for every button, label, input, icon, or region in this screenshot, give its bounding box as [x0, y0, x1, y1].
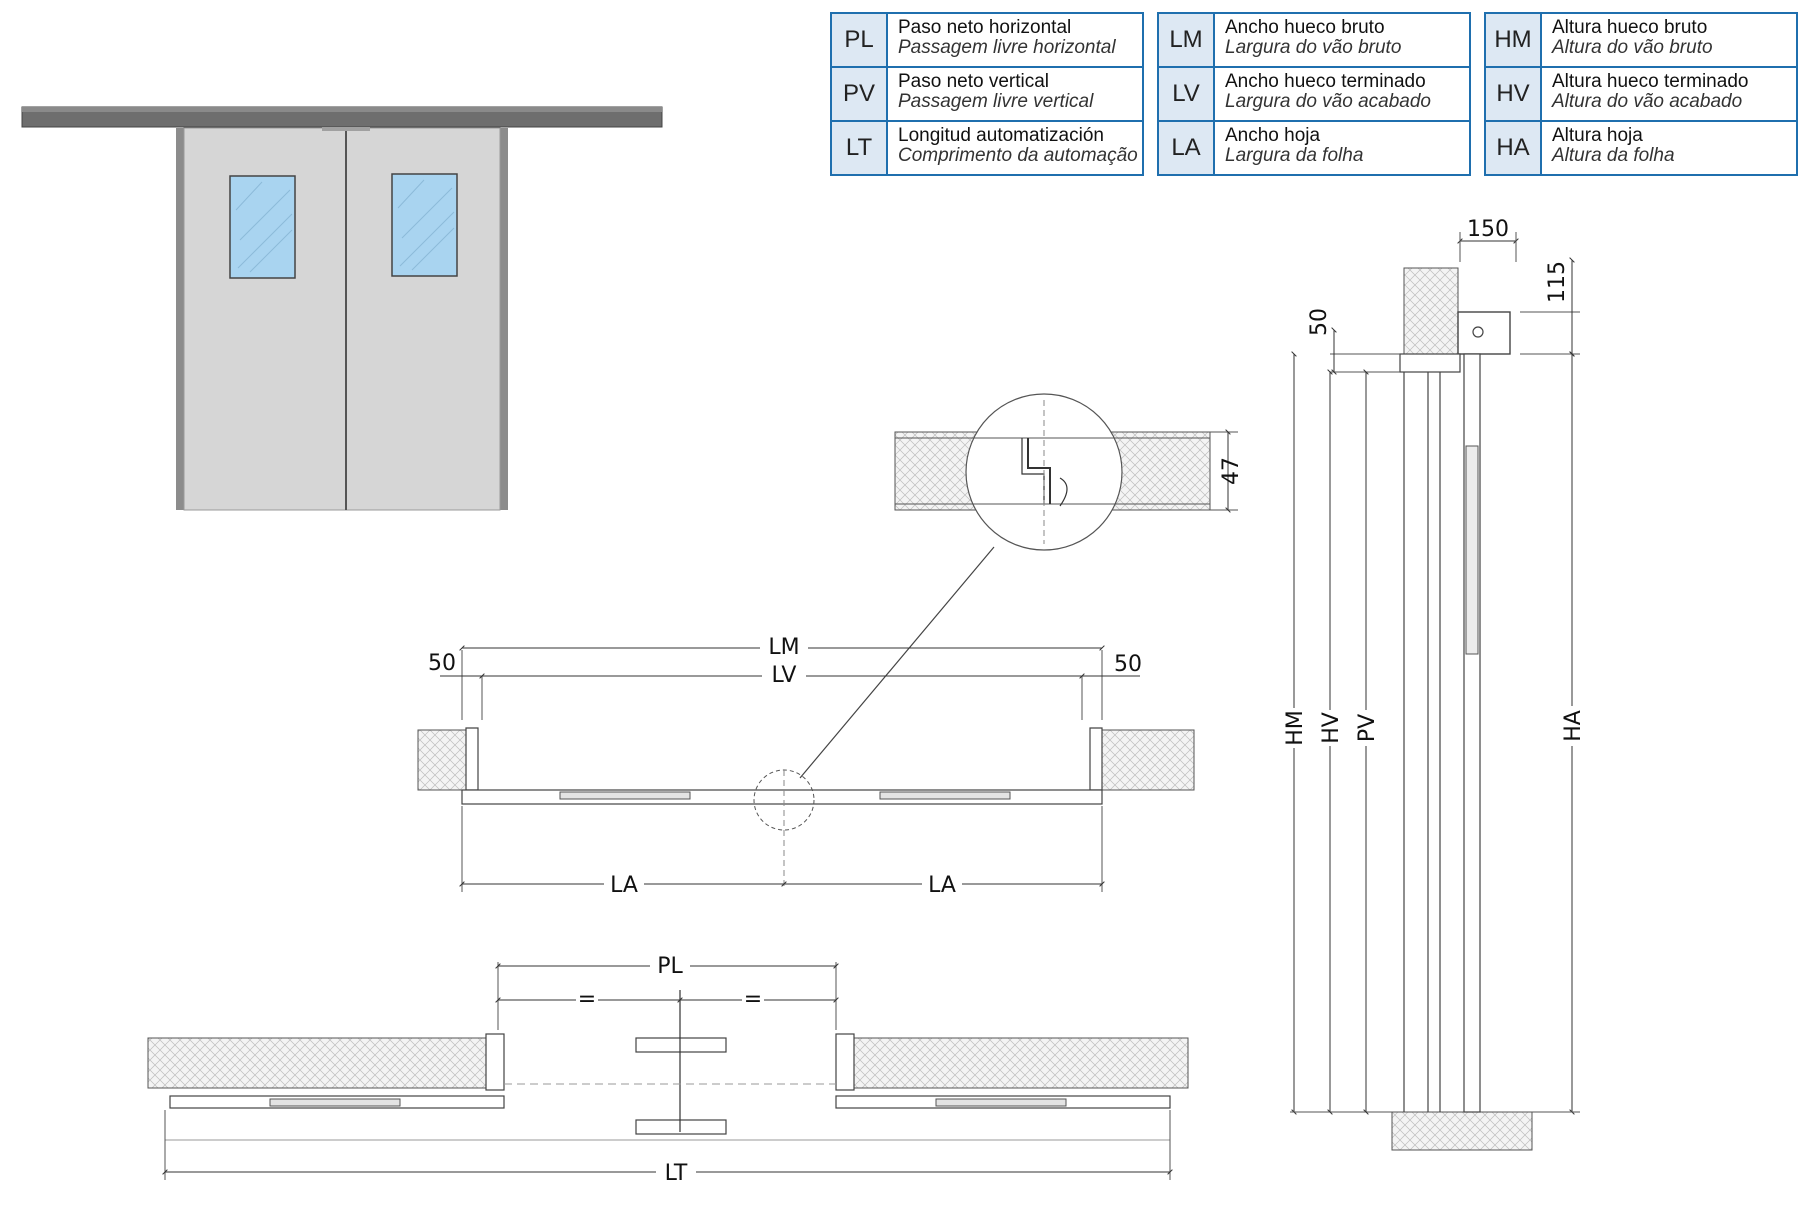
legend-abbr: LT [832, 122, 888, 174]
legend-pt: Passagem livre vertical [898, 91, 1094, 112]
window-right [391, 173, 458, 277]
legend-pt: Altura da folha [1552, 145, 1675, 166]
legend-es: Paso neto horizontal [898, 17, 1072, 38]
window-left [229, 175, 296, 279]
dim-la-left: LA [610, 873, 638, 898]
dim-lt: LT [665, 1161, 688, 1186]
dim-50-vertical: 50 [1307, 308, 1332, 336]
legend-pt: Altura do vão bruto [1552, 37, 1713, 58]
door-elevation [21, 106, 663, 511]
legend-pt: Largura da folha [1225, 145, 1364, 166]
dim-50-left: 50 [428, 651, 456, 676]
frame-left [176, 128, 184, 510]
legend-es: Longitud automatización [898, 125, 1104, 146]
dim-pv: PV [1355, 714, 1380, 742]
legend-es: Ancho hoja [1225, 125, 1321, 146]
plan-open-view: PL = = LT [147, 952, 1189, 1186]
legend-es: Ancho hueco bruto [1225, 17, 1385, 38]
dim-47: 47 [1219, 457, 1244, 485]
dim-150: 150 [1467, 217, 1509, 242]
legend-pt: Largura do vão acabado [1225, 91, 1431, 112]
dim-eq-right: = [744, 987, 762, 1012]
dim-hm: HM [1283, 710, 1308, 746]
detail-section: 47 [799, 393, 1244, 779]
vertical-section: 150 115 50 HM HV PV HA [1280, 217, 1586, 1151]
dim-eq-left: = [578, 987, 596, 1012]
legend-pt: Largura do vão bruto [1225, 37, 1402, 58]
legend-abbr: LV [1159, 68, 1215, 120]
legend-pt: Altura do vão acabado [1552, 91, 1743, 112]
legend-abbr: HM [1486, 14, 1542, 66]
legend-abbr: HV [1486, 68, 1542, 120]
dim-lm: LM [768, 635, 799, 660]
legend-es: Altura hueco bruto [1552, 17, 1708, 38]
dim-ha: HA [1561, 710, 1586, 742]
legend-es: Paso neto vertical [898, 71, 1050, 92]
legend-abbr: PV [832, 68, 888, 120]
dim-50-right: 50 [1114, 652, 1142, 677]
legend-pt: Comprimento da automação [898, 145, 1138, 166]
legend-abbr: LM [1159, 14, 1215, 66]
dim-la-right: LA [928, 873, 956, 898]
legend-abbr: PL [832, 14, 888, 66]
dim-115: 115 [1545, 261, 1570, 303]
legend-abbr: HA [1486, 122, 1542, 174]
dim-hv: HV [1319, 712, 1344, 744]
legend-es: Altura hueco terminado [1552, 71, 1749, 92]
legend-abbr: LA [1159, 122, 1215, 174]
legend-es: Altura hoja [1552, 125, 1643, 146]
legend-pt: Passagem livre horizontal [898, 37, 1116, 58]
dim-lv: LV [772, 663, 797, 688]
frame-right [500, 128, 508, 510]
dim-pl: PL [657, 954, 683, 979]
plan-view: LM LV 50 50 LA LA [417, 632, 1195, 898]
legend-es: Ancho hueco terminado [1225, 71, 1426, 92]
